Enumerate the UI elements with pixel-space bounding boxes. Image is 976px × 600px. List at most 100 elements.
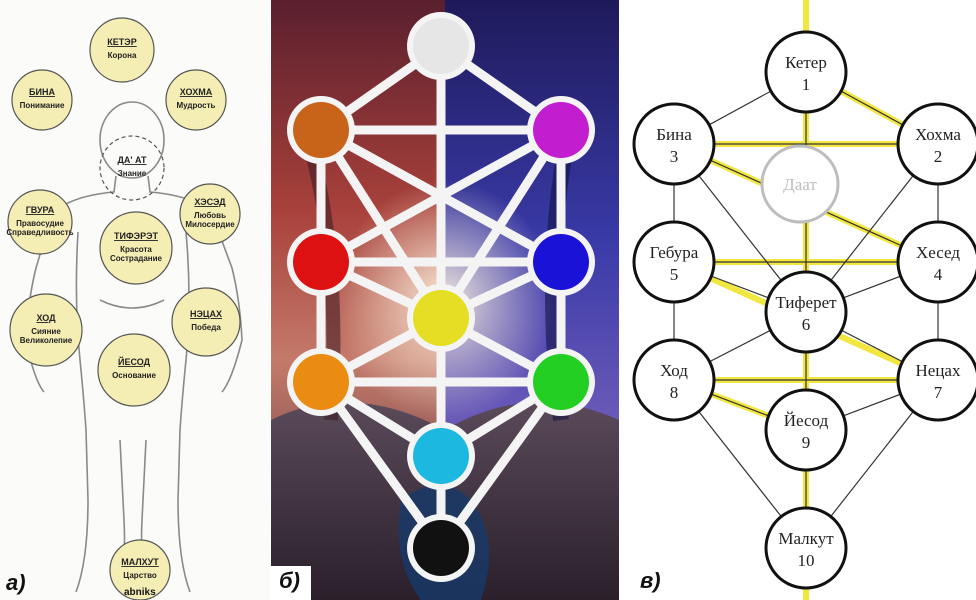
sefira-title: КЕТЭР [107,37,136,47]
tree-path [316,377,446,553]
sefira-circle [99,135,165,201]
sefira-meaning: Любовь [194,211,226,220]
sefira-c-5: Гебура 5 [632,220,716,304]
colored-sefira-8 [527,348,595,416]
sefira-number: 6 [802,315,811,334]
sefira-name: Кетер [785,53,827,72]
sefira-a-9: НЭЦАХ Победа [171,287,241,357]
daat-circle [760,144,840,224]
sefira-circle [764,30,848,114]
sefira-name: Малкут [778,529,834,548]
sefira-title: НЭЦАХ [190,309,222,319]
sefira-a-10: ЙЕСОД Основание [97,333,171,407]
sefira-number: 3 [670,147,679,166]
sefira-daat: Даат [760,144,840,224]
sefira-meaning: Справедливость [6,228,73,237]
sefira-meaning: Корона [108,51,137,60]
panel-c-svg: ДаатКетер1Хохма2Бина3Хесед4Гебура5Тифере… [620,0,976,600]
sefira-meaning: Сияние [31,327,61,336]
daat-label: Даат [783,175,817,194]
sefira-circle [764,506,848,590]
sefira-fill [413,290,469,346]
colored-sefira-3 [527,96,595,164]
sefira-name: Нецах [916,361,961,380]
panel-a-nodes: КЕТЭРКоронаБИНАПониманиеХОХМАМудростьДА'… [6,17,241,600]
sefira-title: ХЭСЭД [194,197,226,207]
sefira-fill [293,102,349,158]
sefira-name: Йесод [784,411,829,430]
caption-a: а) [6,570,26,595]
sefira-meaning: Победа [191,323,221,332]
sefira-number: 9 [802,433,811,452]
sefira-meaning: Сострадание [110,254,163,263]
panel-b-nodes [287,12,595,582]
colored-sefira-4 [287,228,355,296]
panel-a-svg: КЕТЭРКоронаБИНАПониманиеХОХМАМудростьДА'… [0,0,270,600]
colored-sefira-7 [287,348,355,416]
sefira-circle [171,287,241,357]
sefira-number: 7 [934,383,943,402]
sefira-circle [165,69,227,131]
sefira-fill [413,428,469,484]
sefira-number: 5 [670,265,679,284]
sefira-fill [533,102,589,158]
sefira-fill [533,234,589,290]
sefira-title: ЙЕСОД [118,356,151,367]
colored-sefira-1 [407,12,475,80]
tree-path [316,125,446,323]
sefira-circle [632,220,716,304]
sefira-fill [293,234,349,290]
panel-c-nodes: ДаатКетер1Хохма2Бина3Хесед4Гебура5Тифере… [632,30,976,590]
sefira-meaning: Милосердие [185,220,235,229]
tree-path [436,125,566,323]
watermark-text: abniks [124,587,156,598]
sefira-name: Хесед [916,243,960,262]
sefira-circle [179,183,241,245]
caption-b: б) [279,568,300,593]
sefira-meaning: Правосудие [16,219,64,228]
sefira-name: Гебура [650,243,699,262]
sefira-circle [632,102,716,186]
sefira-circle [896,220,976,304]
sefira-title: ДА' АТ [117,155,147,165]
sefira-title: ХОХМА [180,87,213,97]
sefira-meaning: Основание [112,371,156,380]
sefira-circle [109,539,171,600]
sefira-title: ТИФЭРЭТ [114,231,158,241]
sefira-circle [896,338,976,422]
sefira-name: Тиферет [775,293,837,312]
sefira-c-6: Тиферет 6 [764,270,848,354]
sefira-meaning: Мудрость [177,101,216,110]
sefira-name: Хохма [915,125,961,144]
sefira-title: БИНА [29,87,55,97]
sefira-meaning: Красота [120,245,152,254]
sefira-title: ГВУРА [26,205,55,215]
tree-path [316,125,566,267]
sefira-c-7: Нецах 7 [896,338,976,422]
sefira-fill [533,354,589,410]
tree-path [436,377,566,553]
sefira-c-4: Хесед 4 [896,220,976,304]
caption-c: в) [640,568,661,593]
sefira-title: МАЛХУТ [121,557,159,567]
sefira-circle [896,102,976,186]
sefira-meaning: Знание [118,169,147,178]
sefira-c-1: Кетер 1 [764,30,848,114]
sefira-a-4: ДА' АТ Знание [99,135,165,201]
sefira-circle [7,189,73,255]
colored-sefira-5 [527,228,595,296]
sefira-a-3: ХОХМА Мудрость [165,69,227,131]
sefira-number: 8 [670,383,679,402]
sefira-number: 1 [802,75,811,94]
sefira-number: 4 [934,265,943,284]
sefira-circle [632,338,716,422]
sefira-name: Ход [660,361,688,380]
